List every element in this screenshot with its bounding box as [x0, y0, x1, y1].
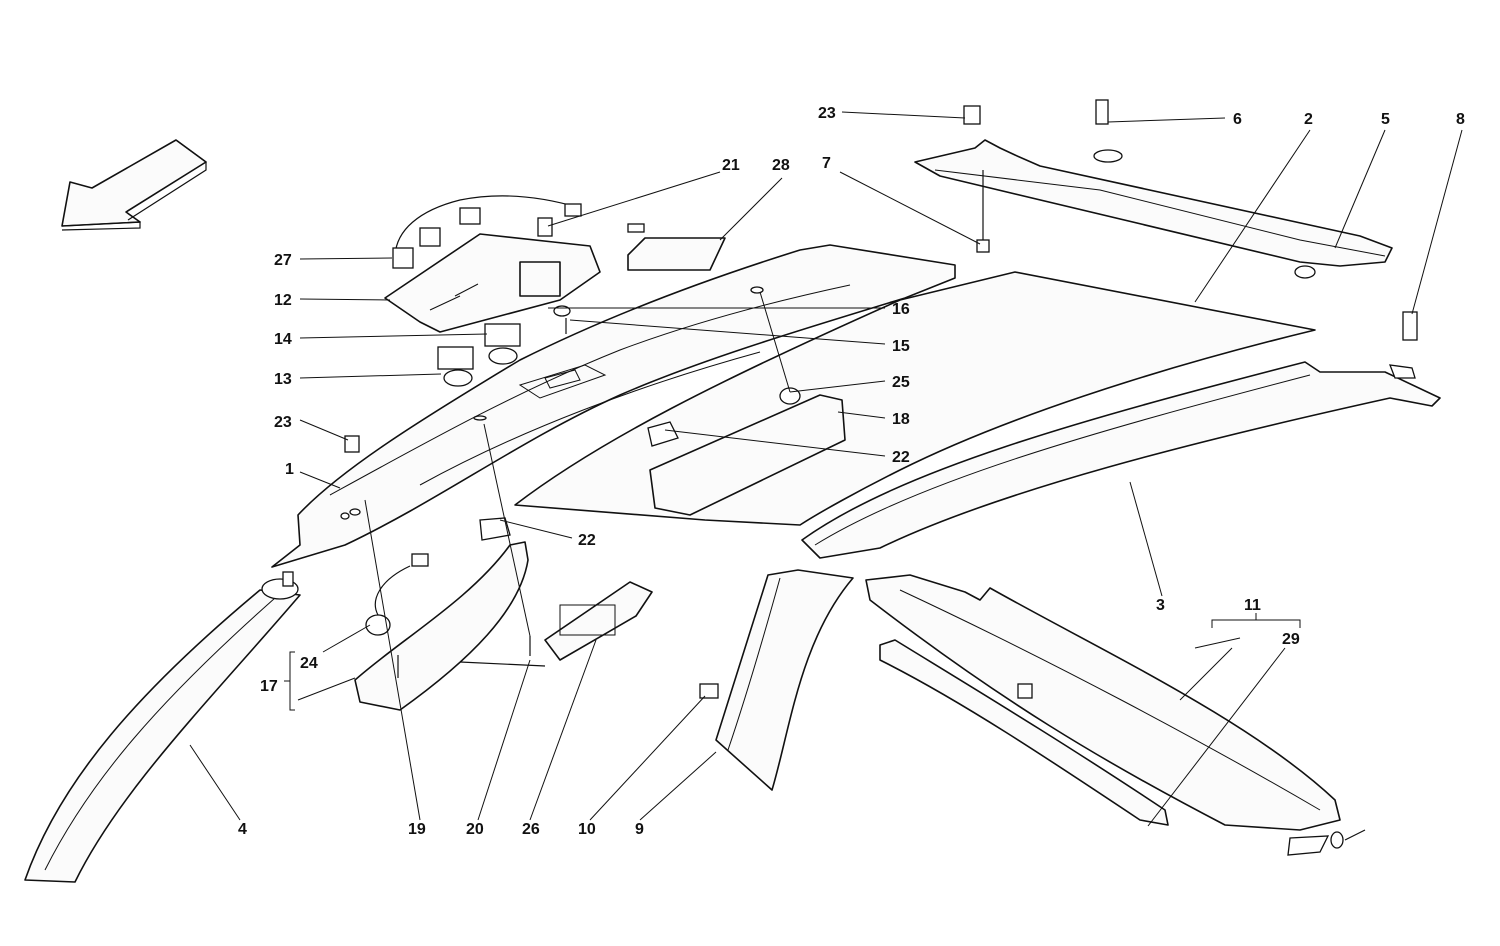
- part-28-lens: [627, 223, 726, 271]
- callout-20: 20: [466, 821, 484, 838]
- leader-lines: [189, 111, 1463, 827]
- part-21-clip: [537, 217, 553, 237]
- callout-1: 1: [285, 461, 294, 478]
- direction-arrow-icon: [61, 139, 207, 231]
- callout-14: 14: [274, 331, 292, 348]
- callout-23-top: 23: [818, 105, 836, 122]
- callout-9: 9: [635, 821, 644, 838]
- callout-labels: 1 2 3 4 5 6 7 8 9 10 11 12 13 14 15 16 1…: [238, 105, 1465, 838]
- callout-16: 16: [892, 301, 910, 318]
- callout-23-left: 23: [274, 414, 292, 431]
- part-29-trim-strip: [879, 639, 1169, 826]
- part-1-roof-console: [271, 244, 956, 568]
- part-7-screw: [976, 170, 990, 253]
- callout-25: 25: [892, 374, 910, 391]
- bracket-11: [1211, 613, 1301, 628]
- part-13-switch: [437, 346, 474, 387]
- part-9-b-pillar-trim: [715, 569, 854, 791]
- callout-27: 27: [274, 252, 292, 269]
- callout-12: 12: [274, 292, 292, 309]
- bottom-right-fasteners: [1287, 829, 1366, 856]
- callout-3: 3: [1156, 597, 1165, 614]
- callout-22-upper: 22: [892, 449, 910, 466]
- part-6-stud-fastener: [1093, 99, 1123, 163]
- callout-26: 26: [522, 821, 540, 838]
- part-10-clip: [699, 683, 719, 699]
- part-5-trim-panel: [914, 139, 1393, 279]
- part-8-stud-fastener: [1402, 311, 1418, 341]
- part-23-clip-top: [963, 105, 981, 125]
- callout-13: 13: [274, 371, 292, 388]
- callout-5: 5: [1381, 111, 1390, 128]
- part-11-c-pillar-trim: [865, 574, 1341, 831]
- callout-2: 2: [1304, 111, 1313, 128]
- callout-11: 11: [1244, 597, 1261, 614]
- callout-17: 17: [260, 678, 278, 695]
- part-4-a-pillar-trim: [24, 571, 301, 883]
- part-17-sun-visor: [354, 517, 529, 711]
- part-26-mirror: [459, 581, 653, 667]
- callout-24: 24: [300, 655, 318, 672]
- callout-22-lower: 22: [578, 532, 596, 549]
- callout-21: 21: [722, 157, 740, 174]
- part-23-clip-left: [344, 435, 360, 453]
- part-3-trim: [801, 361, 1441, 559]
- callout-28: 28: [772, 157, 790, 174]
- part-27-wiring-harness: [392, 195, 582, 269]
- callout-15: 15: [892, 338, 910, 355]
- callout-18: 18: [892, 411, 910, 428]
- part-14-switch: [484, 323, 521, 365]
- part-15-screw: [553, 305, 571, 334]
- callout-8: 8: [1456, 111, 1465, 128]
- callout-6: 6: [1233, 111, 1242, 128]
- callout-29: 29: [1282, 631, 1300, 648]
- callout-19: 19: [408, 821, 426, 838]
- bracket-17: [284, 651, 295, 711]
- part-12-light-housing: [384, 233, 601, 333]
- callout-7: 7: [822, 155, 831, 172]
- callout-10: 10: [578, 821, 596, 838]
- part-18-sun-visor: [647, 387, 846, 516]
- callout-4: 4: [238, 821, 247, 838]
